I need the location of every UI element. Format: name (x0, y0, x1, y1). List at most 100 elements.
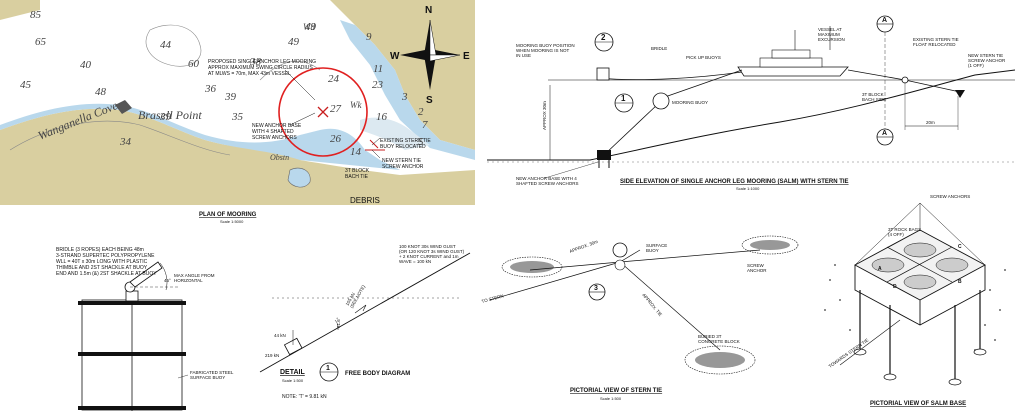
rock-bag-2 (935, 257, 969, 273)
fbd-tension: 105 kN (SEE NOTE) (345, 281, 367, 309)
land-south (0, 108, 475, 205)
elevation-title: SIDE ELEVATION OF SINGLE ANCHOR LEG MOOR… (620, 179, 849, 185)
compass-e: E (463, 51, 470, 62)
fbd-line (259, 252, 471, 373)
depth-3: 3 (401, 91, 408, 103)
svg-text:1: 1 (326, 365, 330, 372)
annotation-new-base: NEW ANCHOR BASE WITH 4 SHAFTED SCREW ANC… (252, 123, 303, 141)
svg-text:2: 2 (601, 33, 606, 42)
mooring-point-marker (317, 106, 329, 118)
fbd-wind: 100 KNOT 30s WIND GUST (OR 120 KNOT 3s W… (399, 244, 465, 264)
stern-title: PICTORIAL VIEW OF STERN TIE (570, 388, 662, 394)
depth-34: 34 (119, 136, 132, 148)
bridle-rope (129, 261, 163, 288)
depth-14: 14 (350, 146, 362, 158)
depth-49b: 49 (305, 21, 317, 33)
depth-36: 36 (204, 83, 217, 95)
place-obstn: Obstn (270, 153, 289, 162)
surface-buoy-detail: BRIDLE (3 ROPES) EACH BEING 48m 3-STRAND… (56, 247, 235, 411)
depth-16: 16 (376, 111, 388, 123)
place-wk: Wk (350, 100, 362, 110)
plan-title: PLAN OF MOORING (199, 212, 257, 218)
depth-contour-3 (259, 61, 321, 81)
label-to-stern: TO STERN (481, 293, 504, 304)
fbd-tension-arrow (354, 304, 367, 314)
side-elevation: 2 1 A A MOORING BUOY POSITION WHEN MOORI… (487, 15, 1016, 191)
svg-text:D: D (893, 284, 897, 290)
elevation-callouts: 2 1 A A (594, 15, 894, 146)
rock-mark (115, 100, 132, 114)
mooring-buoy (652, 92, 670, 110)
depth-85: 85 (30, 9, 42, 21)
label-screw-anchor: SCREW ANCHOR (747, 263, 767, 273)
depth-44: 44 (160, 39, 172, 51)
compass-n: N (425, 5, 432, 16)
anchor-helices (853, 348, 987, 386)
land-top-left (0, 0, 40, 20)
annotation-new-stern: NEW STERN TIE SCREW ANCHOR (382, 158, 424, 170)
shallow-band-east (340, 20, 475, 160)
fbd-detail: DETAIL (280, 369, 305, 376)
depth-soundings: 85 65 44 60 49 40 45 48 39 35 49 39 38 3… (20, 9, 428, 158)
annotation-proposed: PROPOSED SINGLE ANCHOR LEG MOORING APPRO… (208, 59, 317, 77)
anchor-base (597, 150, 611, 160)
depth-23: 23 (372, 79, 384, 91)
buoy-max-angle: MAX ANGLE FROM HORIZONTAL (174, 273, 216, 283)
lifting-lines (854, 202, 986, 266)
depth-11: 11 (373, 63, 383, 75)
label-block: 3T BLOCK BACH SIDE (862, 92, 886, 102)
label-approx-depth: APPROX 30m (542, 101, 547, 130)
svg-text:3: 3 (594, 285, 598, 292)
vessel-hull (737, 66, 849, 77)
depth-40: 40 (80, 59, 92, 71)
depth-35: 35 (231, 111, 244, 123)
plan-leaders (284, 69, 381, 159)
label-screw-anchors: SCREW ANCHORS (930, 194, 970, 199)
label-mooring-buoy-pos: MOORING BUOY POSITION WHEN MOORING IS NO… (516, 43, 576, 58)
depth-7: 7 (422, 119, 428, 131)
svg-text:C: C (958, 244, 962, 250)
pictorial-stern-tie: 3 SURFACE BUOY SCREW ANCHOR APPROX. 30m … (481, 235, 799, 401)
stern-surface-buoy (612, 242, 628, 258)
stern-tie-marker (365, 139, 385, 151)
depth-27: 27 (330, 103, 342, 115)
depth-65: 65 (35, 36, 47, 48)
plan-of-mooring: 85 65 44 60 49 40 45 48 39 35 49 39 38 3… (0, 0, 475, 224)
depth-26: 26 (330, 133, 342, 145)
buoy-angle: 45° (164, 278, 171, 283)
svg-text:1: 1 (621, 94, 626, 103)
screw-anchors (859, 290, 981, 380)
label-approx-tie: APPROX. TIE (641, 292, 663, 317)
label-existing: EXISTING STERN TIE FLOAT RELOCATED (913, 37, 960, 47)
place-debris: DEBRIS (350, 196, 380, 205)
salm-title: PICTORIAL VIEW OF SALM BASE (870, 401, 966, 407)
label-buried: BURIED 3T CONCRETE BLOCK (698, 334, 740, 344)
label-new-base: NEW ANCHOR BASE WITH 4 SHAFTED SCREW ANC… (516, 176, 579, 186)
buoy-pad-eye (125, 290, 139, 302)
label-mooring-buoy: MOORING BUOY (672, 100, 708, 105)
mid-water (360, 117, 430, 150)
annotation-block: 3T BLOCK BACH TIE (345, 168, 370, 180)
stern-anchor-symbol (955, 90, 965, 98)
label-new-stern: NEW STERN TIE SCREW ANCHOR (1 OFF) (968, 53, 1007, 68)
depth-48: 48 (95, 86, 107, 98)
label-approx-30: APPROX. 30m (569, 239, 599, 254)
label-bridle: BRIDLE (651, 46, 667, 51)
buoy-fabricated: FABRICATED STEEL SURFACE BUOY (190, 370, 235, 380)
pictorial-salm-base: SCREW ANCHORS 3T ROCK BAGS (4 OFF) TOWAR… (824, 194, 1006, 407)
stern-tie-lines (489, 249, 761, 351)
fbd-note: NOTE: 'T' = 9.81 kN (282, 394, 327, 400)
fbd-detail-scale: Scale 1:500 (282, 378, 304, 383)
depth-45: 45 (20, 79, 32, 91)
compass-s: S (426, 95, 433, 106)
place-brasell-point: Brasell Point (138, 108, 202, 122)
plan-scale: Scale 1:5000 (220, 219, 244, 224)
depth-49a: 49 (288, 36, 300, 48)
svg-text:A: A (882, 130, 887, 137)
label-vessel: VESSEL AT MAXIMUM EXCURSION (818, 27, 845, 42)
free-body-diagram: 100 KNOT 30s WIND GUST (OR 120 KNOT 3s W… (259, 244, 471, 400)
fbd-219kn: 219 kN (265, 353, 279, 358)
depth-24: 24 (328, 73, 340, 85)
depth-39: 39 (159, 111, 172, 123)
